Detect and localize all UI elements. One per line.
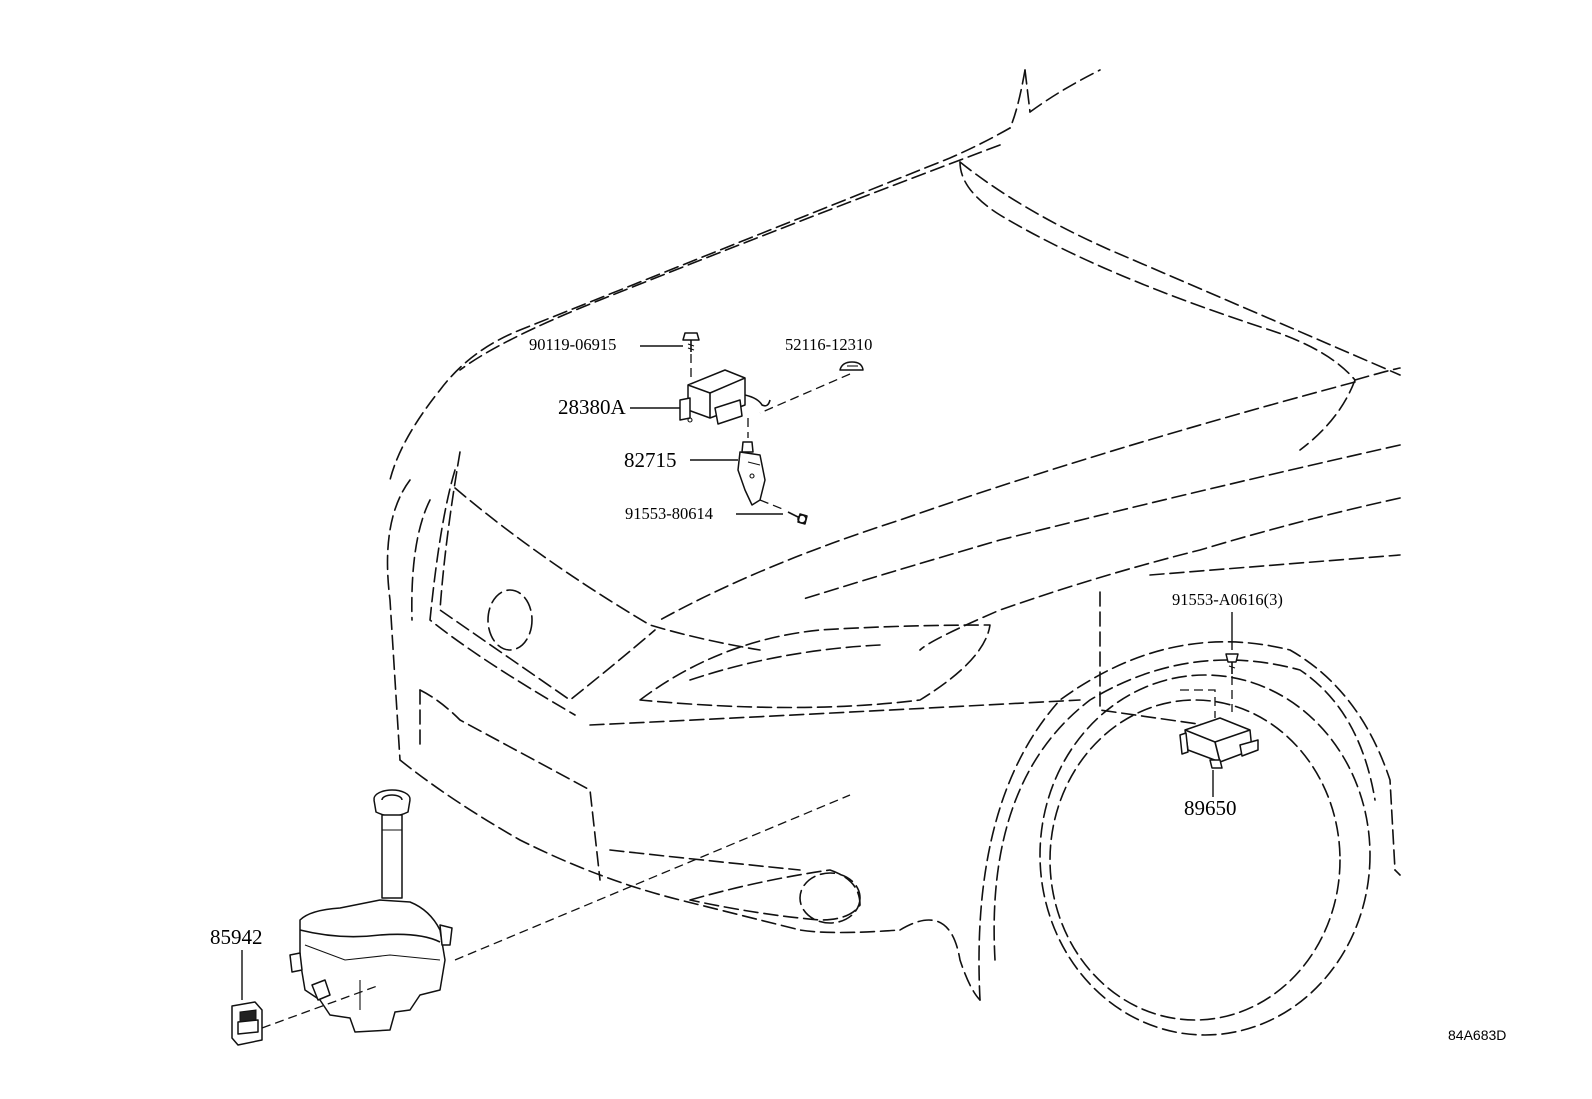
washer-motor-85942[interactable] bbox=[231, 984, 381, 1046]
part-label-89650: 89650 bbox=[1184, 796, 1237, 820]
part-label-85942: 85942 bbox=[210, 925, 263, 949]
leader-lines bbox=[241, 345, 1233, 1000]
bracket-82715[interactable] bbox=[737, 418, 786, 511]
part-label-90119-06915: 90119-06915 bbox=[529, 335, 616, 354]
part-label-91553-80614: 91553-80614 bbox=[625, 504, 713, 523]
part-label-52116-12310: 52116-12310 bbox=[785, 335, 872, 354]
drawing-reference-code: 84A683D bbox=[1448, 1027, 1506, 1043]
part-label-28380a: 28380A bbox=[558, 395, 627, 419]
part-labels: 90119-06915 52116-12310 28380A 82715 915… bbox=[210, 335, 1283, 949]
bolt-91553-80614[interactable] bbox=[787, 511, 808, 525]
bolt-90119-06915[interactable] bbox=[682, 332, 700, 380]
sensor-module-28380a[interactable] bbox=[679, 369, 771, 425]
sensor-unit-89650[interactable] bbox=[1179, 689, 1259, 769]
part-label-82715: 82715 bbox=[624, 448, 677, 472]
bolt-91553-a0616[interactable] bbox=[1225, 653, 1239, 712]
part-label-91553-a0616: 91553-A0616(3) bbox=[1172, 590, 1283, 609]
washer-tank-assembly bbox=[289, 789, 851, 1033]
car-body-outline bbox=[386, 69, 1401, 1036]
clip-52116-12310[interactable] bbox=[759, 361, 864, 414]
